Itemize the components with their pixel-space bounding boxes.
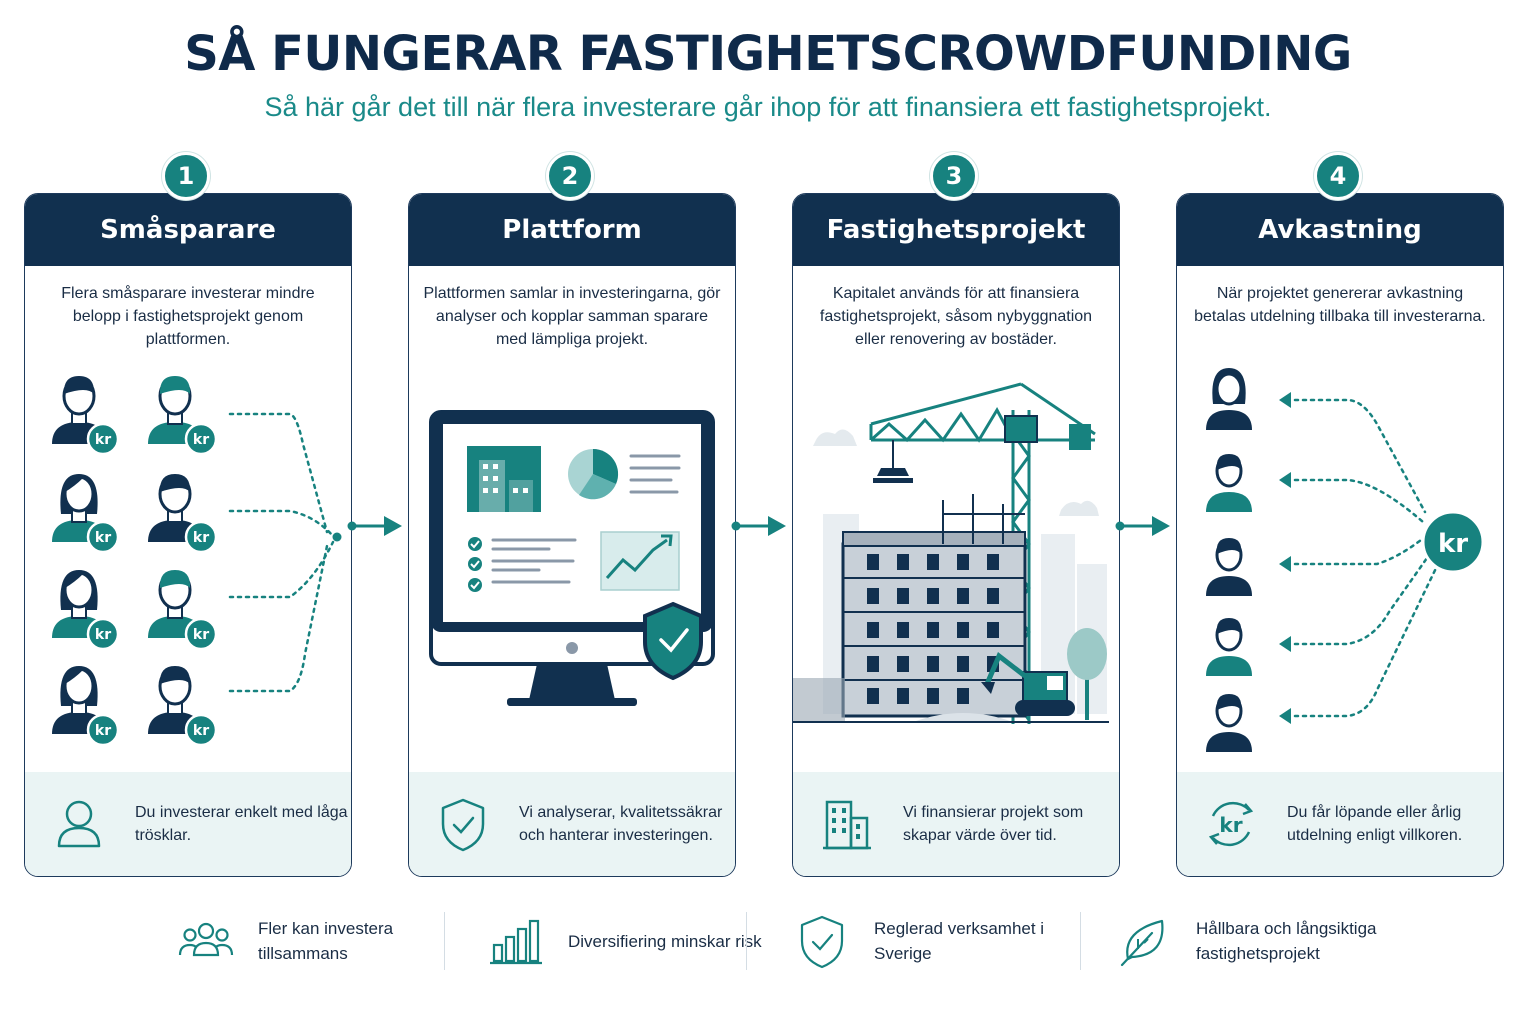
- step-card-description: Flera småsparare investerar mindre belop…: [61, 285, 315, 348]
- benefit-divider: [444, 912, 445, 970]
- kr-coin-icon: kr: [86, 713, 120, 747]
- step-card-footer-text: Vi finansierar projekt som skapar värde …: [903, 804, 1084, 844]
- svg-text:kr: kr: [193, 627, 209, 643]
- returns-distribution-illustration: kr: [1204, 366, 1485, 754]
- svg-text:kr: kr: [95, 723, 111, 739]
- leaf-icon: [1120, 919, 1164, 967]
- svg-text:kr: kr: [193, 723, 209, 739]
- kr-coin-icon: kr: [86, 422, 120, 456]
- flow-arrow-icon: [1115, 516, 1170, 536]
- step-badge-1: 1: [162, 152, 210, 200]
- step-card-title: Plattform: [409, 194, 735, 266]
- step-card-plattform: Plattform Plattformen samlar in invester…: [408, 193, 736, 877]
- step-card-footer: kr Du får löpande eller årlig utdelning …: [1177, 772, 1503, 876]
- svg-text:kr: kr: [95, 432, 111, 448]
- step-card-smasparare: Småsparare Flera småsparare investerar m…: [24, 193, 352, 877]
- page-subtitle: Så här går det till när flera investerar…: [264, 92, 1272, 122]
- step-card-title: Avkastning: [1177, 194, 1503, 266]
- svg-text:kr: kr: [193, 530, 209, 546]
- benefit-item: Diversifiering minskar risk: [488, 908, 788, 974]
- shield-check-icon: [800, 915, 844, 969]
- people-group-icon: [178, 922, 234, 957]
- svg-text:kr: kr: [1438, 529, 1468, 559]
- step-card-fastighetsprojekt: Fastighetsprojekt Kapitalet används för …: [792, 193, 1120, 877]
- step-card-description: Kapitalet används för att finansiera fas…: [819, 285, 1093, 348]
- benefit-divider: [1080, 912, 1081, 970]
- svg-text:kr: kr: [95, 627, 111, 643]
- benefit-item: Fler kan investera tillsammans: [178, 908, 478, 974]
- step-card-footer-text: Vi analyserar, kvalitetssäkrar och hante…: [519, 804, 723, 844]
- benefit-item: Reglerad verksamhet i Sverige: [794, 908, 1094, 974]
- step-card-title: Småsparare: [25, 194, 351, 266]
- page-title: SÅ FUNGERAR FASTIGHETSCROWDFUNDING: [184, 26, 1352, 82]
- benefit-text: Diversifiering minskar risk: [568, 931, 762, 951]
- kr-coin-icon: kr: [184, 520, 218, 554]
- step-badge-2: 2: [546, 152, 594, 200]
- step-card-avkastning: Avkastning När projektet genererar avkas…: [1176, 193, 1504, 877]
- step-badge-4: 4: [1314, 152, 1362, 200]
- benefit-text: Reglerad verksamhet i Sverige: [874, 919, 1045, 963]
- shield-check-icon: [643, 601, 703, 681]
- investors-illustration: kr kr kr kr kr kr kr kr: [50, 374, 342, 747]
- step-card-description: Plattformen samlar in investeringarna, g…: [423, 285, 721, 348]
- benefits-row: Fler kan investera tillsammans Diversifi…: [0, 908, 1536, 974]
- step-card-footer: Vi analyserar, kvalitetssäkrar och hante…: [409, 772, 735, 876]
- platform-monitor-illustration: [429, 410, 715, 706]
- step-card-footer: Du investerar enkelt med låga trösklar.: [25, 772, 351, 876]
- bar-chart-icon: [490, 919, 542, 965]
- flow-arrow-icon: [347, 516, 402, 536]
- kr-coin-icon: kr: [184, 617, 218, 651]
- flow-arrow-icon: [731, 516, 786, 536]
- kr-coin-icon: kr: [86, 617, 120, 651]
- benefit-divider: [746, 912, 747, 970]
- kr-coin-icon: kr: [86, 520, 120, 554]
- benefit-item: Hållbara och långsiktiga fastighetsproje…: [1116, 908, 1416, 974]
- svg-text:kr: kr: [1219, 813, 1242, 837]
- person-outline-icon: [57, 800, 101, 848]
- benefit-text: Fler kan investera tillsammans: [258, 919, 394, 963]
- kr-cycle-icon: kr: [1208, 801, 1254, 847]
- kr-coin-icon: kr: [184, 422, 218, 456]
- kr-hub-icon: kr: [1421, 510, 1485, 574]
- shield-check-icon: [441, 798, 485, 852]
- kr-coin-icon: kr: [184, 713, 218, 747]
- svg-text:kr: kr: [95, 530, 111, 546]
- construction-site-illustration: [793, 382, 1109, 724]
- building-icon: [823, 800, 871, 850]
- step-card-description: När projektet genererar avkastning betal…: [1194, 285, 1486, 325]
- benefit-text: Hållbara och långsiktiga fastighetsproje…: [1196, 919, 1377, 963]
- step-card-footer-text: Du investerar enkelt med låga trösklar.: [135, 804, 348, 844]
- step-card-title: Fastighetsprojekt: [793, 194, 1119, 266]
- step-card-footer-text: Du får löpande eller årlig utdelning enl…: [1287, 804, 1463, 844]
- step-card-footer: Vi finansierar projekt som skapar värde …: [793, 772, 1119, 876]
- svg-text:kr: kr: [193, 432, 209, 448]
- step-badge-3: 3: [930, 152, 978, 200]
